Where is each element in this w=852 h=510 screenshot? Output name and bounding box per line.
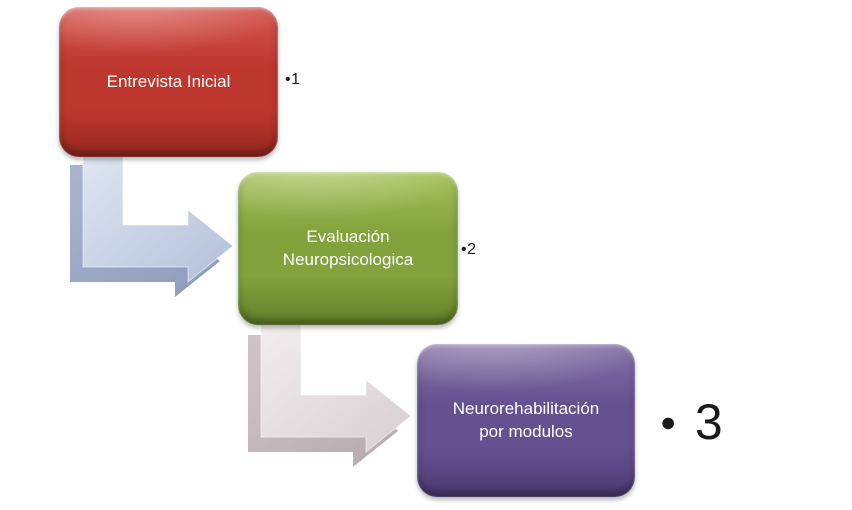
step-label: Evaluación Neuropsicologica	[282, 227, 414, 269]
step-number-3: ● 3	[660, 394, 723, 450]
step-box-neurorehabilitacion-modulos: Neurorehabilitación por modulos	[417, 344, 635, 497]
step-number-2: •2	[461, 241, 477, 258]
arrow-face	[260, 320, 412, 454]
step-label: Entrevista Inicial	[106, 71, 231, 91]
bullet-number-text: 3	[694, 394, 724, 450]
step-label: Neurorehabilitación por modulos	[452, 399, 600, 441]
arrow-face	[82, 150, 234, 284]
step-box-evaluacion-neuropsicologica: Evaluación Neuropsicologica	[238, 172, 458, 325]
bent-arrow-icon-2	[248, 320, 412, 467]
bullet-dot-icon: ●	[660, 406, 677, 437]
bent-arrow-icon-1	[70, 150, 234, 297]
step-box-entrevista-inicial: Entrevista Inicial	[59, 7, 278, 157]
step-number-1: •1	[285, 71, 301, 88]
